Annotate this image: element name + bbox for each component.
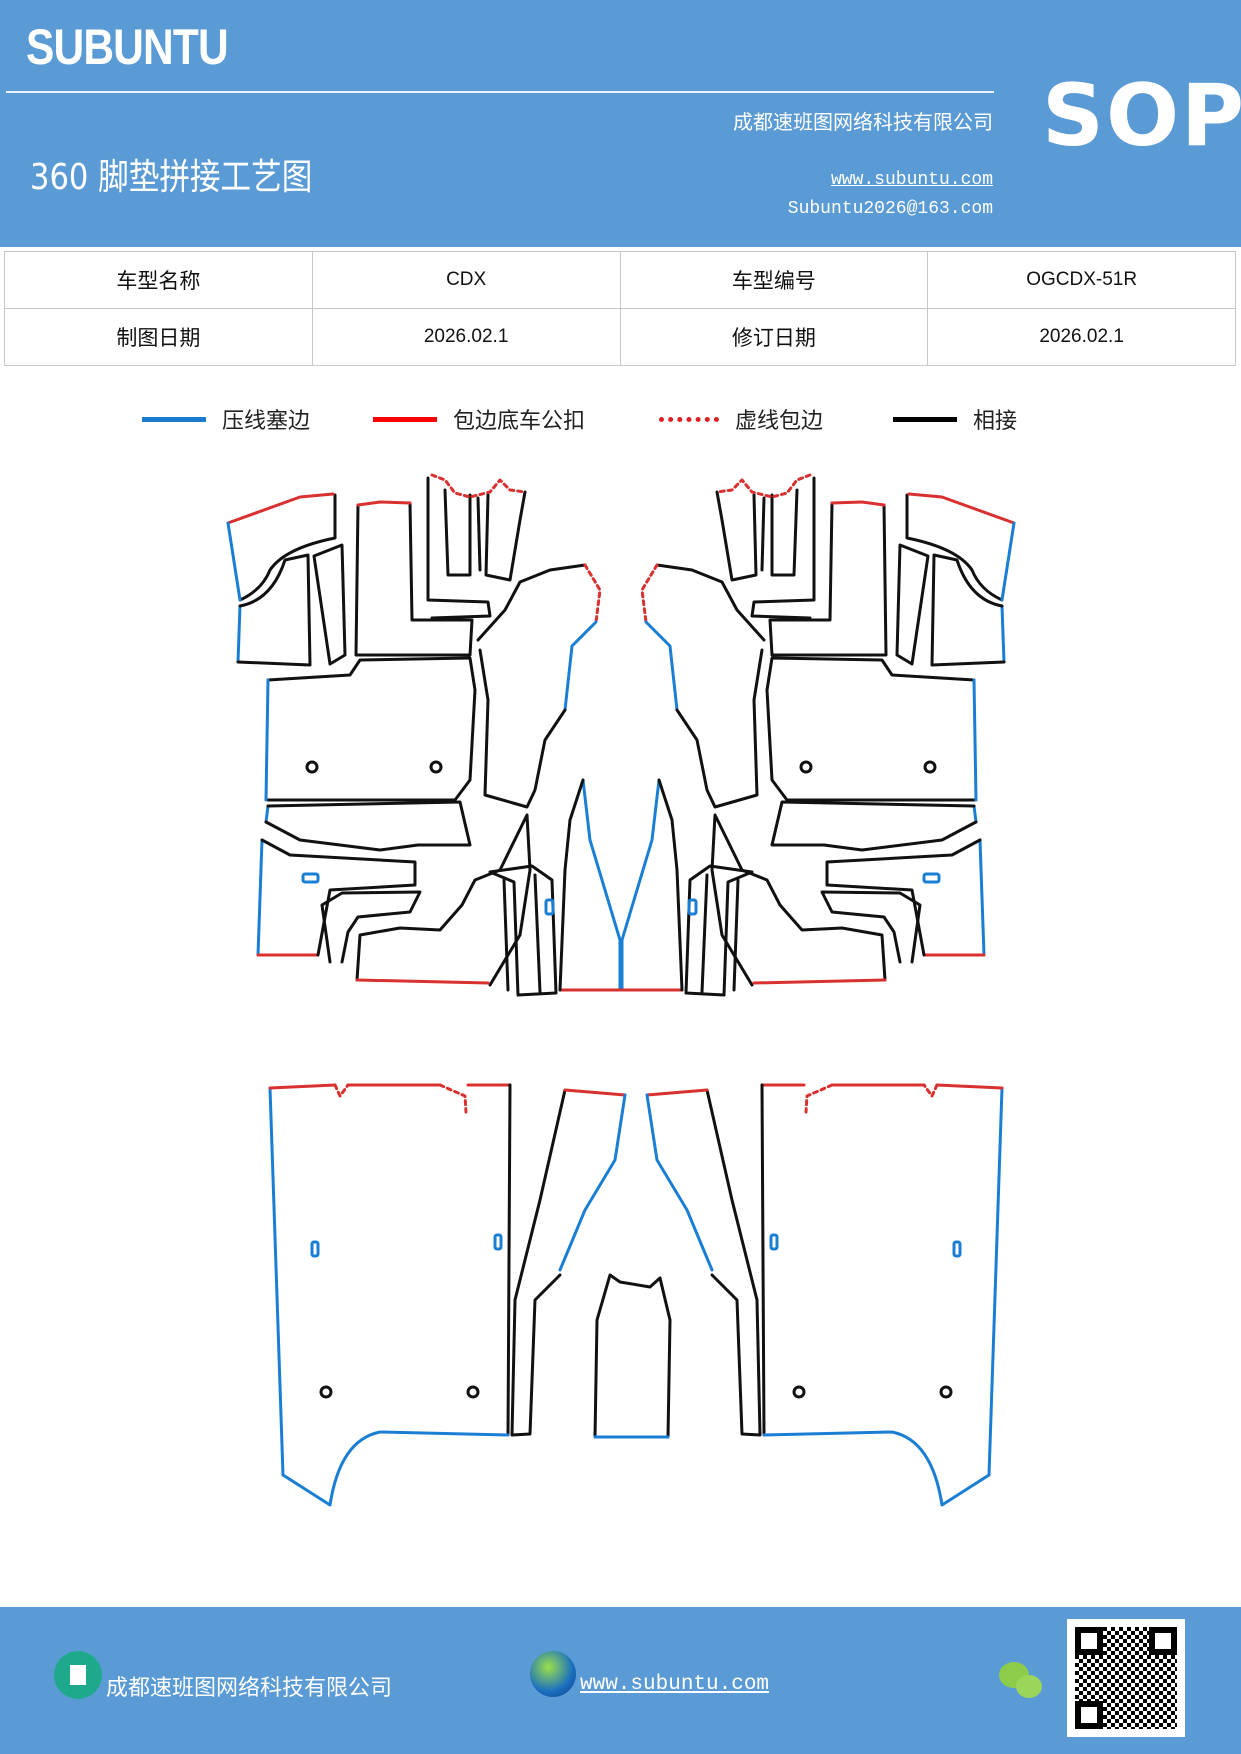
header: SUBUNTU 360 脚垫拼接工艺图 成都速班图网络科技有限公司 www.su…: [0, 0, 1241, 247]
legend-swatch: [893, 416, 957, 422]
logo: SUBUNTU: [26, 19, 229, 75]
label-cell: 制图日期: [4, 308, 313, 366]
legend: 压线塞边 包边底车公扣 虚线包边 相接: [0, 403, 1241, 439]
legend-item: 包边底车公扣: [373, 403, 585, 435]
page-title: 360 脚垫拼接工艺图: [30, 157, 313, 198]
table-row: 车型名称 CDX 车型编号 OGCDX-51R: [4, 251, 1236, 309]
globe-icon: [530, 1651, 576, 1697]
qr-code[interactable]: [1067, 1619, 1185, 1737]
legend-label: 压线塞边: [222, 409, 311, 434]
info-table: 车型名称 CDX 车型编号 OGCDX-51R 制图日期 2026.02.1 修…: [4, 251, 1236, 366]
rear-right-pieces: [645, 1083, 1004, 1507]
legend-label: 相接: [973, 409, 1018, 434]
legend-swatch: [659, 416, 719, 422]
footer: 成都速班图网络科技有限公司 www.subuntu.com: [0, 1607, 1241, 1754]
legend-label: 包边底车公扣: [453, 409, 586, 434]
legend-item: 压线塞边: [142, 403, 310, 435]
rear-left-pieces: [268, 1083, 627, 1507]
footer-company: 成都速班图网络科技有限公司: [106, 1676, 393, 1701]
legend-swatch: [142, 416, 206, 422]
center-tunnel-piece: [593, 1273, 672, 1439]
email: Subuntu2026@163.com: [787, 199, 993, 219]
value-cell: 2026.02.1: [311, 308, 621, 366]
label-cell: 车型名称: [4, 251, 313, 309]
front-left-pieces: [226, 473, 622, 997]
building-icon: [54, 1651, 102, 1699]
legend-item: 相接: [893, 403, 1017, 435]
website-link[interactable]: www.subuntu.com: [830, 170, 993, 190]
value-cell: CDX: [311, 251, 621, 309]
table-row: 制图日期 2026.02.1 修订日期 2026.02.1: [4, 308, 1236, 366]
footer-website-link[interactable]: www.subuntu.com: [580, 1673, 770, 1696]
label-cell: 修订日期: [619, 308, 929, 366]
company-name: 成都速班图网络科技有限公司: [733, 110, 993, 134]
value-cell: 2026.02.1: [927, 308, 1236, 366]
sop-badge: SOP: [1042, 66, 1241, 166]
divider: [6, 91, 994, 93]
front-right-pieces: [620, 473, 1016, 997]
legend-item: 虚线包边: [659, 403, 823, 435]
label-cell: 车型编号: [619, 251, 929, 309]
legend-swatch: [373, 416, 437, 422]
legend-label: 虚线包边: [735, 409, 824, 434]
value-cell: OGCDX-51R: [927, 251, 1236, 309]
